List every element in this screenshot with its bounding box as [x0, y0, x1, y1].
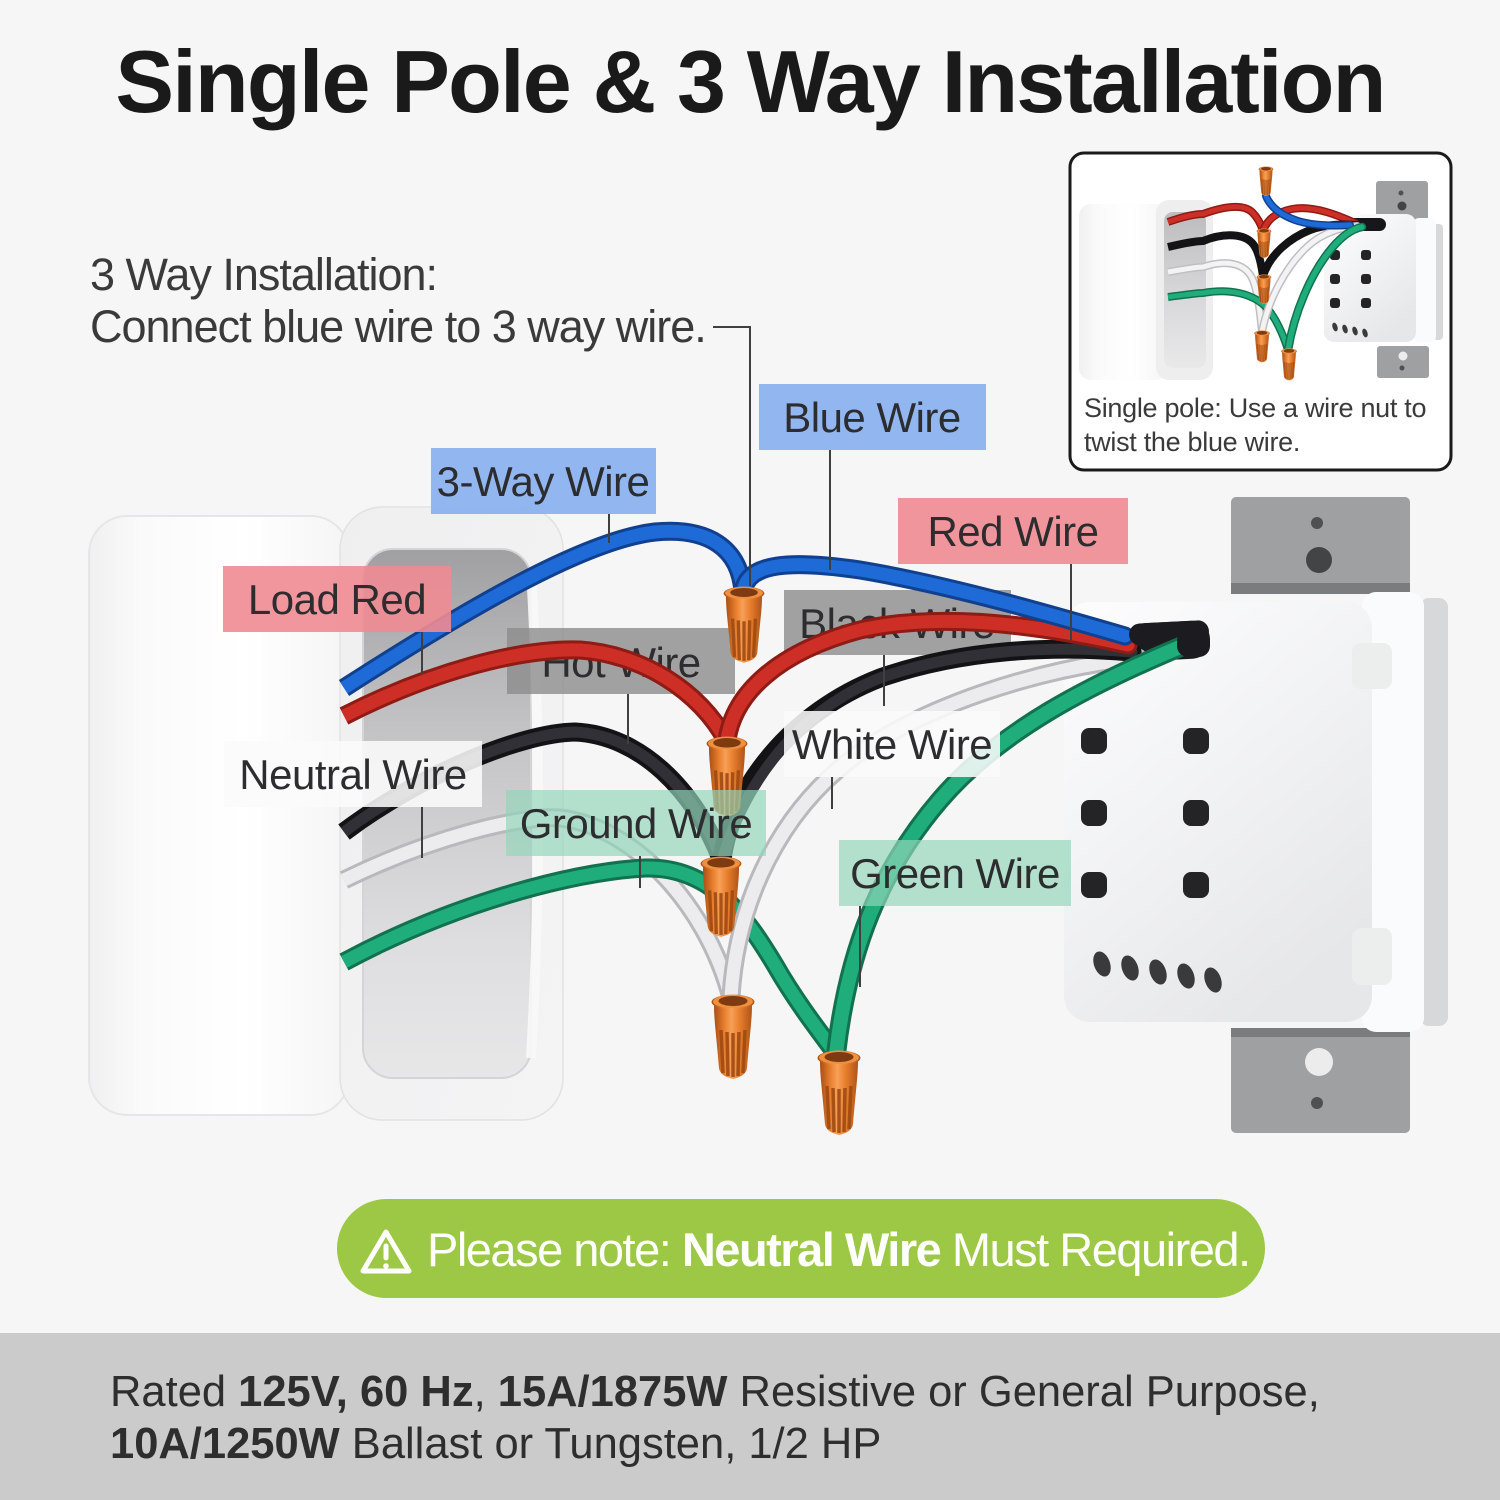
svg-text:Blue Wire: Blue Wire [783, 394, 961, 441]
svg-text:Ground Wire: Ground Wire [520, 800, 753, 847]
svg-text:Please note: Neutral Wire Must: Please note: Neutral Wire Must Required. [427, 1223, 1250, 1276]
svg-text:Load Red: Load Red [248, 576, 426, 623]
svg-text:Neutral Wire: Neutral Wire [239, 751, 466, 798]
svg-text:Rated 125V, 60 Hz, 15A/1875W R: Rated 125V, 60 Hz, 15A/1875W Resistive o… [110, 1368, 1320, 1416]
svg-text:Connect blue wire to 3 way wir: Connect blue wire to 3 way wire. [90, 301, 706, 352]
svg-text:Single pole: Use a wire nut to: Single pole: Use a wire nut to [1084, 393, 1426, 423]
svg-text:Green Wire: Green Wire [850, 850, 1060, 897]
svg-text:Red Wire: Red Wire [927, 508, 1098, 555]
svg-text:Single Pole & 3 Way Installati: Single Pole & 3 Way Installation [115, 32, 1384, 131]
svg-text:twist the blue wire.: twist the blue wire. [1084, 427, 1300, 457]
svg-text:White Wire: White Wire [792, 721, 992, 768]
svg-text:3-Way Wire: 3-Way Wire [437, 458, 650, 505]
svg-text:10A/1250W Ballast or Tungsten,: 10A/1250W Ballast or Tungsten, 1/2 HP [110, 1420, 881, 1468]
svg-text:3 Way Installation:: 3 Way Installation: [90, 249, 437, 300]
